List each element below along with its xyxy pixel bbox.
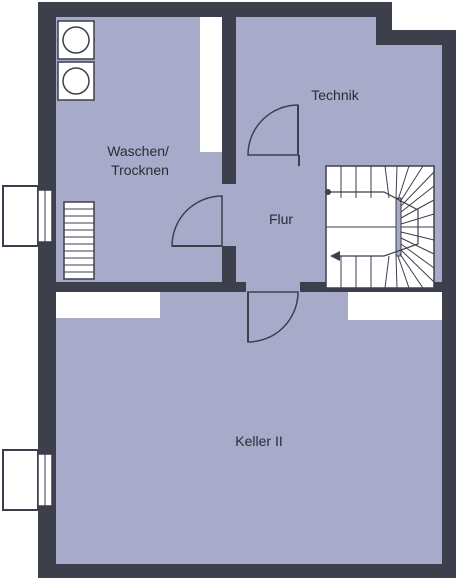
stair-arrow-icon [330, 251, 340, 261]
window-keller-right [348, 292, 442, 320]
light-well-lower [2, 449, 53, 511]
door-opening-technik [236, 155, 298, 166]
wall-stub-1 [222, 150, 236, 184]
door-swing-keller [247, 291, 299, 343]
room-label-technik: Technik [311, 87, 359, 103]
wall-stub-3 [222, 282, 246, 292]
room-label-waschen: Waschen/ Trocknen [107, 143, 173, 178]
room-label-flur: Flur [269, 211, 293, 227]
radiator-icon [63, 201, 95, 280]
door-opening-waschen [222, 184, 236, 246]
room-flur-floor [236, 166, 300, 282]
dryer-icon [57, 61, 95, 101]
room-label-keller: Keller II [235, 433, 282, 449]
staircase [325, 165, 435, 289]
stair-start-dot [325, 189, 331, 195]
door-swing-waschen [171, 195, 223, 247]
light-well-upper [2, 185, 53, 247]
door-opening-keller [246, 282, 300, 292]
washing-machine-icon [57, 20, 95, 60]
window-keller-left [56, 292, 160, 318]
window-waschen-tall [200, 17, 222, 152]
room-label-waschen-line1: Waschen/ [107, 143, 169, 159]
door-swing-technik [247, 104, 299, 156]
stair-walk-line [328, 191, 419, 257]
room-label-waschen-line2: Trocknen [111, 162, 169, 178]
wall-stub-2 [222, 246, 236, 292]
